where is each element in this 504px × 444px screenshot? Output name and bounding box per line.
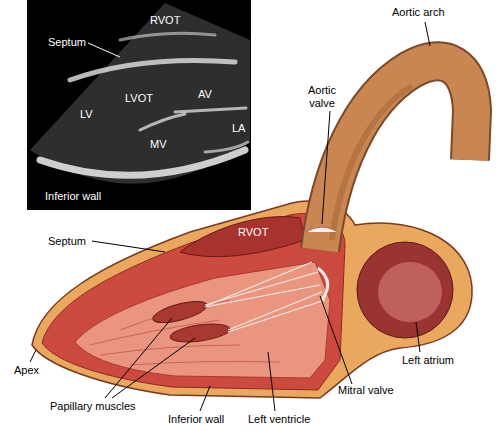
part-label: Septum: [48, 36, 86, 49]
part-label: LA: [232, 122, 245, 135]
aortic-arch: [320, 61, 472, 250]
left-atrium: [357, 242, 453, 338]
part-label: Inferior wall: [45, 190, 101, 203]
echo-structures: [40, 33, 248, 175]
leader-line: [88, 43, 120, 57]
part-label: AV: [198, 88, 212, 101]
left-atrium-inner: [378, 262, 442, 322]
mitral-valve: [318, 268, 328, 300]
papillary-muscle: [169, 321, 231, 345]
part-label: LV: [80, 108, 93, 121]
part-label: MV: [150, 138, 167, 151]
part-label: Mitral valve: [338, 384, 394, 397]
chordae: [205, 262, 325, 332]
part-label: RVOT: [150, 14, 180, 27]
aorta-outline: [320, 61, 472, 250]
part-label: Left atrium: [402, 354, 454, 367]
leader-lines: [30, 22, 430, 411]
rvot-cavity: [180, 217, 305, 257]
part-label: LVOT: [125, 92, 153, 105]
part-label: Septum: [48, 235, 86, 248]
part-label: Left ventricle: [248, 413, 310, 426]
part-label: Papillary muscles: [50, 400, 136, 413]
aortic-valve: [306, 227, 338, 232]
part-label: Apex: [14, 364, 39, 377]
part-label: RVOT: [238, 226, 268, 239]
papillary-muscle: [151, 297, 209, 327]
echo-panel: [27, 0, 251, 210]
heart-outline: [32, 201, 472, 398]
myocardium: [42, 213, 345, 390]
part-label: Inferior wall: [168, 413, 224, 426]
part-label: Aortic arch: [392, 6, 445, 19]
echo-sector: [30, 3, 250, 184]
part-label: Aortic valve: [300, 84, 344, 110]
lv-cavity: [75, 262, 330, 378]
